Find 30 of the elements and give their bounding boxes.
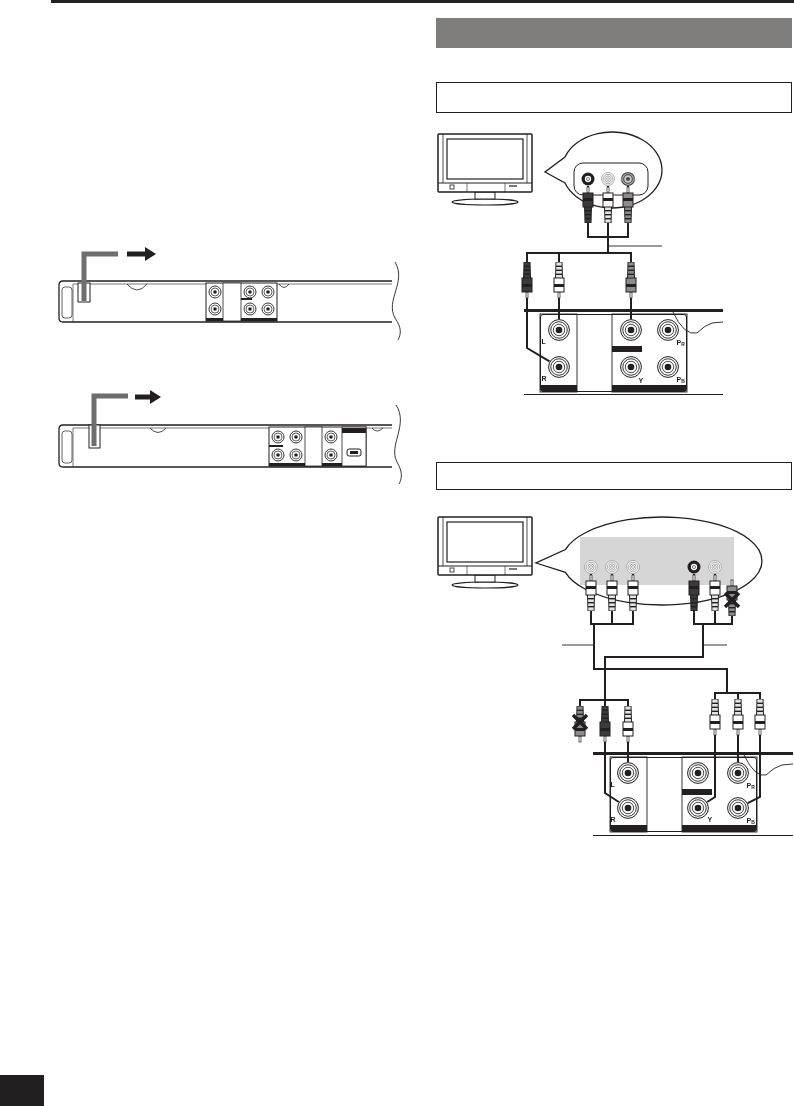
rca-jack [726,761,749,784]
rca-jack [619,355,642,378]
rca-jack [547,318,570,341]
rca-plug-icon [726,580,738,620]
television-drawing [437,516,533,590]
rca-jack [616,761,639,784]
rca-jack [686,761,709,784]
television-drawing [437,133,533,207]
player-jack-panel [610,757,757,832]
rca-jack [626,560,640,574]
rca-jack [581,172,595,186]
heading-bar [436,18,792,48]
rca-jack [584,560,598,574]
rca-jack [726,796,749,819]
rca-jack [656,318,679,341]
heading-frame [436,82,792,113]
rca-jack [708,560,722,574]
rca-jack [621,172,635,186]
rca-jack [687,560,701,574]
player-jack-panel [540,314,687,392]
rca-jack [605,560,619,574]
rca-jack [616,796,639,819]
callout-bubble [544,131,663,209]
rca-plug-icon [574,702,586,742]
rca-jack [619,318,642,341]
rca-jack [686,796,709,819]
rca-jack [547,355,570,378]
rca-jack [656,355,679,378]
rca-jack [601,172,615,186]
heading-frame [436,462,792,490]
